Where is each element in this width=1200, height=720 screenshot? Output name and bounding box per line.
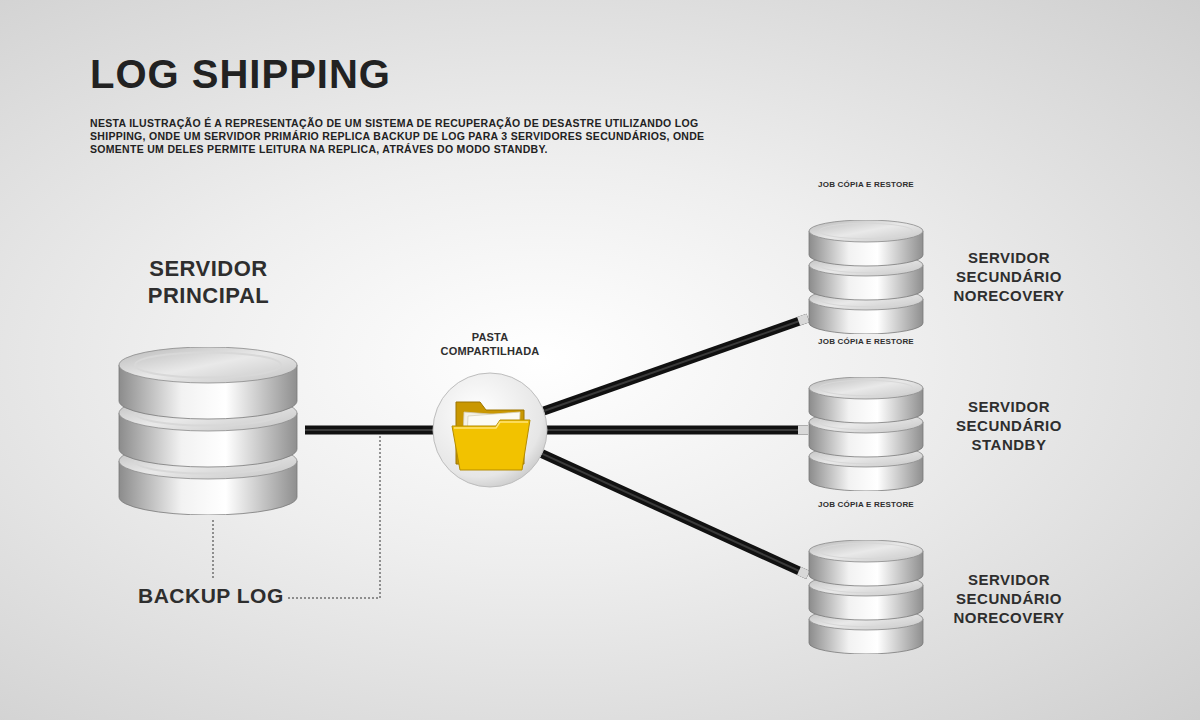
cable-stroke [542,454,808,575]
leader-line [213,520,214,580]
server-label: SERVIDOR PRINCIPAL [112,255,305,309]
shared-folder: PASTA COMPARTILHADA [430,330,550,492]
primary-server: SERVIDOR PRINCIPAL [112,255,305,523]
database-cylinders [808,540,924,658]
cable-stroke [798,426,808,435]
secondary-server: JOB CÓPIA E RESTORESERVIDOR SECUNDÁRIO S… [808,337,1078,493]
job-label: JOB CÓPIA E RESTORE [796,337,936,347]
leader-line [286,436,380,598]
cable-connector [542,454,808,575]
backup-label: BACKUP LOG [138,584,284,608]
server-label: SERVIDOR SECUNDÁRIO NORECOVERY [940,248,1078,305]
diagram-title: LOG SHIPPING [90,52,391,97]
database-cylinders [808,220,924,338]
cable-connector [544,318,808,411]
cable-stroke [544,318,808,411]
job-label: JOB CÓPIA E RESTORE [796,180,936,190]
database-cylinders [118,347,298,519]
cable-stroke [799,318,808,321]
server-label: SERVIDOR SECUNDÁRIO STANDBY [940,397,1078,454]
cable-stroke [305,429,433,431]
cable-connector [547,430,808,431]
cable-stroke [547,426,808,435]
folder-icon [431,371,549,493]
secondary-server: JOB CÓPIA E RESTORESERVIDOR SECUNDÁRIO N… [808,180,1078,336]
cable-stroke [547,429,808,431]
diagram-caption: NESTA ILUSTRAÇÃO É A REPRESENTAÇÃO DE UM… [90,117,730,156]
secondary-server: JOB CÓPIA E RESTORESERVIDOR SECUNDÁRIO N… [808,500,1078,656]
cable-stroke [542,454,808,575]
server-label: PASTA COMPARTILHADA [430,330,550,358]
job-label: JOB CÓPIA E RESTORE [796,500,936,510]
database-cylinders [808,377,924,495]
cable-connector [305,430,433,431]
cable-stroke [305,426,433,435]
cable-stroke [544,318,808,411]
cable-stroke [799,571,808,575]
server-label: SERVIDOR SECUNDÁRIO NORECOVERY [940,570,1078,627]
